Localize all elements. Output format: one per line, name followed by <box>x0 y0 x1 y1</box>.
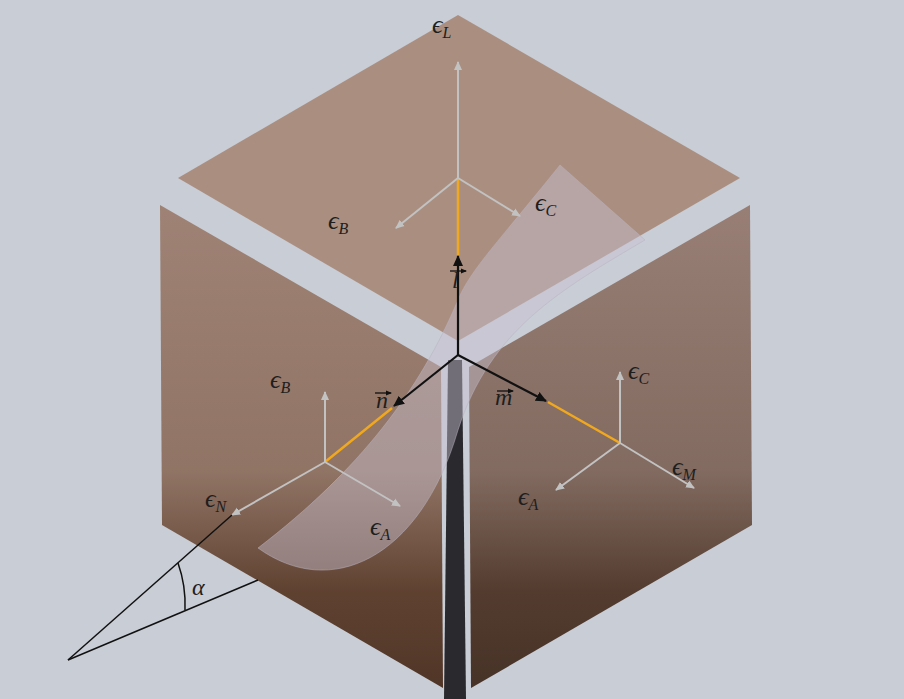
vector-label: l <box>452 268 459 292</box>
strain-axis-label: ϵC <box>535 190 556 219</box>
strain-axis-label: ϵB <box>328 208 348 237</box>
strain-axis-label: ϵC <box>628 358 649 387</box>
angle-label: α <box>192 575 205 599</box>
vector-label: n <box>376 388 388 412</box>
strain-axis-label: ϵA <box>370 514 390 543</box>
strain-axis-label: ϵN <box>205 486 226 515</box>
vector-label: m <box>495 385 512 409</box>
strain-axis-label: ϵM <box>672 454 696 483</box>
strain-axis-label: ϵA <box>518 484 538 513</box>
strain-axis-label: ϵB <box>270 367 290 396</box>
strain-axis-label: ϵL <box>432 12 451 41</box>
